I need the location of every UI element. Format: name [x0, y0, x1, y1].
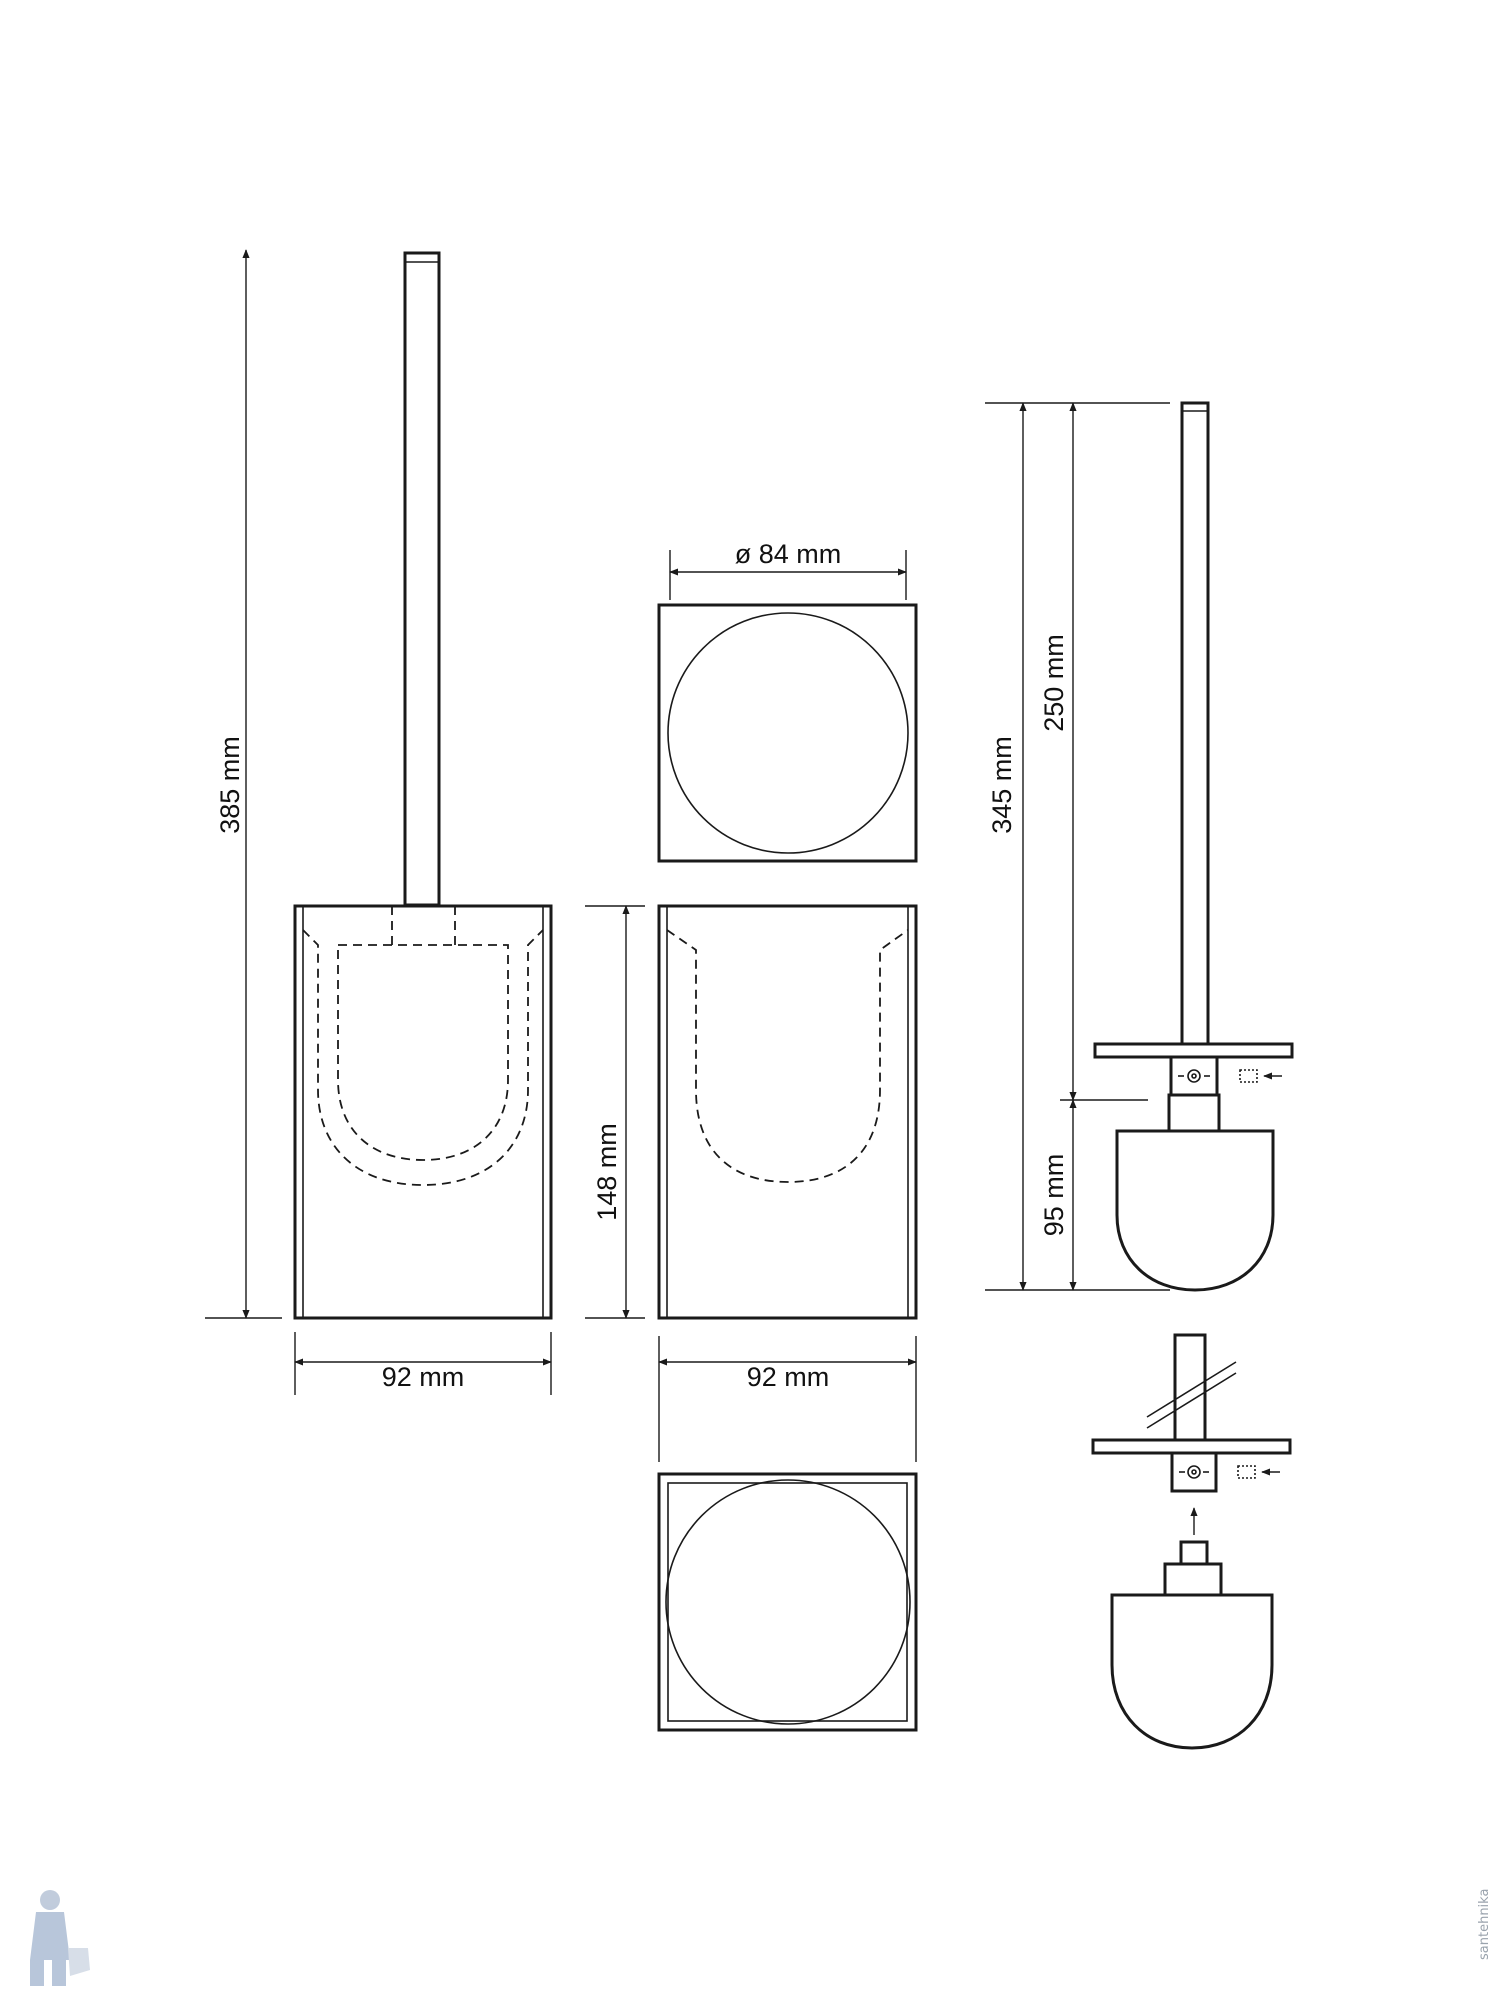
brush-cover-plate	[1093, 1042, 1294, 1059]
dimension-label-overall-height: 385 mm	[215, 736, 245, 834]
hidden-cavity-outer	[302, 929, 544, 1186]
holder-side-cavity	[666, 929, 909, 1183]
bottom-view	[657, 1472, 918, 1732]
set-screw	[1239, 1069, 1258, 1083]
dimension-label-handle-length: 250 mm	[1039, 634, 1069, 732]
brush-exploded-view	[1091, 1333, 1292, 1750]
brush-connector	[1169, 1055, 1219, 1097]
exploded-connector	[1170, 1451, 1218, 1493]
dimension-label-width-side: 92 mm	[747, 1362, 830, 1392]
exploded-brush-head	[1110, 1593, 1274, 1750]
dimension-brush-head-length: 95 mm	[1039, 1099, 1077, 1291]
top-view	[657, 603, 918, 863]
exploded-set-screw	[1237, 1465, 1256, 1479]
dimension-opening-diameter: ø 84 mm	[669, 539, 907, 600]
dimension-handle-length: 250 mm	[1039, 402, 1148, 1101]
exploded-cover-plate	[1091, 1438, 1292, 1455]
hidden-brush-head	[337, 944, 509, 1161]
front-view-assembled	[293, 251, 553, 1320]
brush-handle	[403, 251, 441, 907]
dimension-holder-width-front: 92 mm	[294, 1332, 552, 1395]
brush-handle-right	[1180, 401, 1210, 1046]
top-view-opening-circle	[667, 612, 909, 854]
dimension-overall-height: 385 mm	[205, 249, 282, 1319]
dimension-label-width-front: 92 mm	[382, 1362, 465, 1392]
dimension-label-brush-total: 345 mm	[987, 736, 1017, 834]
exploded-handle	[1173, 1333, 1207, 1442]
brush-head	[1115, 1129, 1275, 1292]
brush-neck	[1167, 1093, 1221, 1133]
dimension-holder-height: 148 mm	[585, 905, 645, 1319]
watermark-logo	[30, 1890, 90, 1986]
top-view-square	[657, 603, 918, 863]
dimension-label-diameter: ø 84 mm	[735, 539, 842, 569]
brush-assembled-view	[1093, 401, 1294, 1292]
holder-side-view	[657, 904, 918, 1320]
exploded-neck	[1163, 1562, 1223, 1597]
dimension-label-brush-head: 95 mm	[1039, 1154, 1069, 1237]
side-watermark-text: santehnika	[1477, 1889, 1492, 1960]
dimension-brush-total-length: 345 mm	[985, 402, 1170, 1291]
exploded-pin	[1179, 1540, 1209, 1566]
dimension-label-holder-height: 148 mm	[592, 1123, 622, 1221]
bottom-view-square	[657, 1472, 918, 1732]
holder-side-body	[657, 904, 918, 1320]
side-watermark: santehnika	[1477, 1889, 1492, 1960]
dimension-holder-width-side: 92 mm	[658, 1336, 917, 1462]
bottom-view-circle	[665, 1479, 911, 1725]
holder-body	[293, 904, 553, 1320]
